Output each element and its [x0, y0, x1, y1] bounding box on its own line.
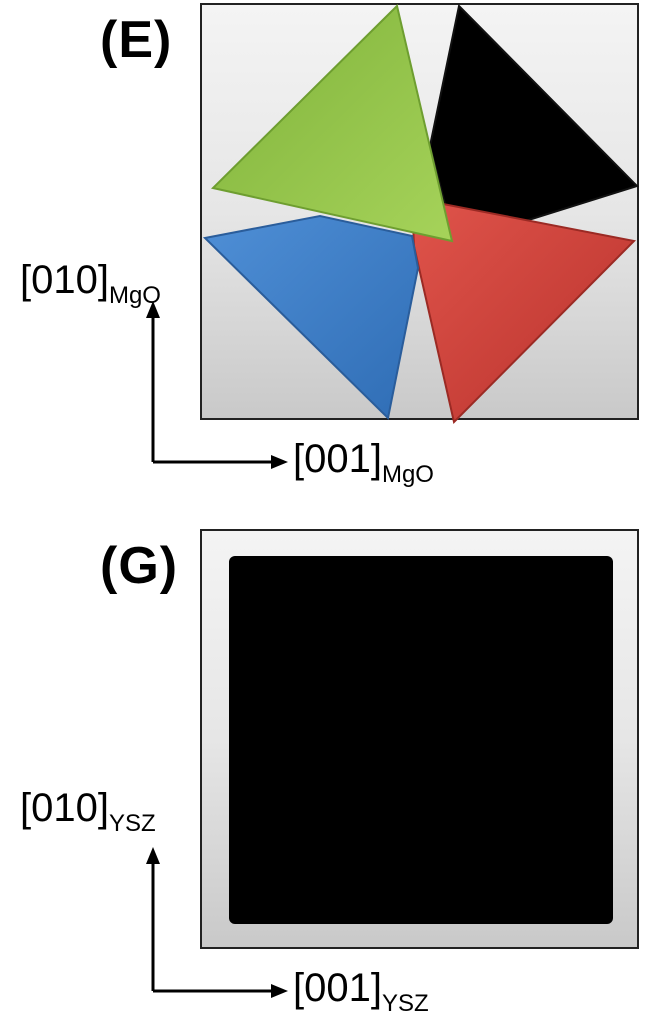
axis-g-vertical-label: [010]YSZ [20, 786, 156, 837]
blue-triangle [202, 214, 420, 421]
black-square [229, 556, 613, 924]
axis-g-horizontal-label: [001]YSZ [293, 966, 429, 1017]
axis-g-horizontal-arrowhead [271, 984, 288, 998]
axis-e-horizontal-label: [001]MgO [293, 437, 434, 488]
panel-label-g: (G) [100, 537, 179, 595]
panel-label-e: (E) [100, 11, 173, 69]
green-triangle [210, 4, 454, 243]
axis-e-horizontal-arrowhead [271, 455, 288, 469]
axis-e-vertical-arrowhead [146, 301, 160, 318]
axis-g-vertical-arrowhead [146, 847, 160, 864]
axis-e-vertical-label: [010]MgO [20, 258, 161, 309]
